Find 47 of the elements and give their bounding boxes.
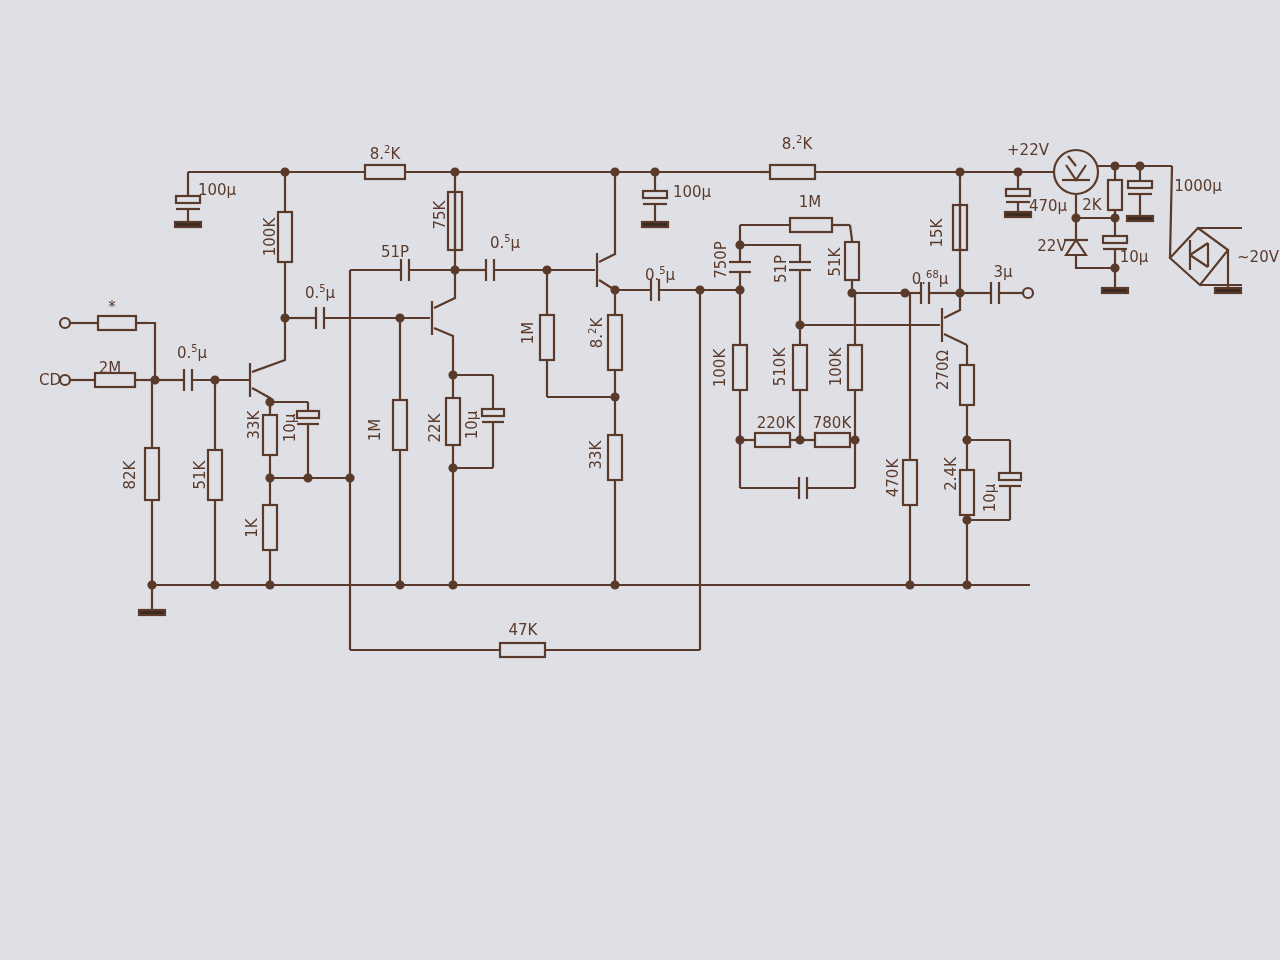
component-value: 510K [772,347,788,387]
component-value: * [108,299,116,315]
component-value: 0.$^{5}$μ [176,343,208,361]
component-value: 220K [756,415,796,431]
component-value: 2K [1082,197,1102,213]
component-value: 22V [1037,238,1067,254]
component-value: 0.$^{68}$μ [911,269,949,287]
component-value: 100K [262,217,278,257]
component-value: 33K [246,410,262,440]
component-value: 270Ω [935,349,951,391]
component-value: +22V [1007,142,1049,158]
component-value: 2.4K [943,457,959,491]
component-value: 470μ [1028,198,1068,214]
component-value: 51P [773,254,789,284]
component-value: 10μ [464,410,480,440]
component-value: 1M [798,194,822,210]
component-value: 100μ [672,184,712,200]
component-value: 75K [432,200,448,230]
component-value: 8.$^{2}$K [781,134,813,152]
component-value: 15K [929,218,945,248]
component-value: 0.$^{5}$μ [644,265,676,283]
component-value: 51K [192,460,208,490]
component-value: 1M [520,321,536,345]
component-value: 33K [588,440,604,470]
component-value: 1K [244,518,260,538]
component-value: 22K [427,413,443,443]
component-value: ~20V [1237,249,1279,265]
component-value: 8.$^{2}$K [369,144,401,162]
component-value: 100K [712,348,728,388]
component-value: 750P [713,241,729,279]
component-value: 10μ [1119,249,1149,265]
component-value: 780K [812,415,852,431]
component-value: 470K [885,458,901,498]
component-value: 0.$^{5}$μ [489,233,521,251]
component-value: CD [39,372,61,388]
component-value: 100μ [197,182,237,198]
component-value: 82K [122,460,138,490]
component-value: 51P [380,244,410,260]
component-value: 1M [367,418,383,442]
component-value: 10μ [282,413,298,443]
component-value: 3μ [993,264,1013,280]
component-value: 0.$^{5}$μ [304,283,336,301]
component-value: 100K [828,347,844,387]
component-value: 10μ [982,483,998,513]
component-value: 1000μ [1174,178,1222,194]
component-value: 47K [508,622,538,638]
component-value: 51K [827,247,843,277]
